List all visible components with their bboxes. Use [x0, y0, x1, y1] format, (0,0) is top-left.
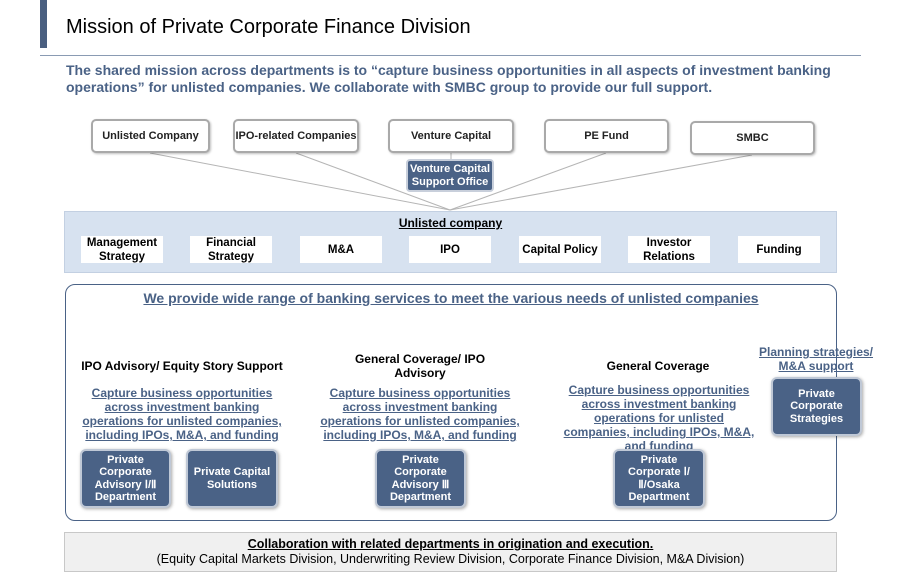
dept-private-corporate-advisory-3: Private Corporate Advisory Ⅲ Department	[375, 449, 466, 508]
collaboration-title: Collaboration with related departments i…	[247, 537, 654, 551]
topic-management-strategy: Management Strategy	[81, 236, 163, 263]
mission-statement: The shared mission across departments is…	[66, 62, 831, 95]
dept-private-corporate-1-2-osaka: Private Corporate Ⅰ/Ⅱ/Osaka Department	[613, 449, 705, 508]
stakeholder-unlisted-company: Unlisted Company	[91, 119, 210, 153]
topic-ma: M&A	[300, 236, 382, 263]
dept-private-capital-solutions: Private Capital Solutions	[186, 449, 278, 508]
group-4-heading: Planning strategies/ M&A support	[758, 345, 874, 373]
stakeholder-venture-capital: Venture Capital	[388, 119, 514, 153]
services-title: We provide wide range of banking service…	[143, 290, 759, 306]
topic-financial-strategy: Financial Strategy	[190, 236, 272, 263]
unlisted-company-title: Unlisted company	[398, 216, 503, 230]
collaboration-panel	[64, 532, 837, 572]
dept-private-corporate-advisory-1-2: Private Corporate Advisory Ⅰ/Ⅱ Departmen…	[80, 449, 171, 508]
vc-support-office: Venture Capital Support Office	[406, 159, 494, 192]
collaboration-departments: (Equity Capital Markets Division, Underw…	[156, 552, 745, 566]
topic-capital-policy: Capital Policy	[519, 236, 601, 263]
dept-private-corporate-strategies: Private Corporate Strategies	[771, 377, 862, 436]
stakeholder-ipo-related-companies: IPO-related Companies	[233, 119, 359, 153]
topic-ipo: IPO	[409, 236, 491, 263]
connector-lines	[149, 152, 753, 211]
title-accent-bar	[40, 0, 47, 48]
topic-investor-relations: Investor Relations	[628, 236, 710, 263]
group-3-heading: General Coverage	[606, 359, 710, 373]
stakeholder-smbc: SMBC	[690, 121, 815, 155]
group-2-heading: General Coverage/ IPO Advisory	[354, 352, 486, 380]
group-2-capture: Capture business opportunities across in…	[320, 386, 520, 442]
group-1-capture: Capture business opportunities across in…	[82, 386, 282, 442]
title-divider	[40, 55, 861, 56]
topic-funding: Funding	[738, 236, 820, 263]
stakeholder-pe-fund: PE Fund	[544, 119, 669, 153]
group-1-heading: IPO Advisory/ Equity Story Support	[81, 359, 283, 373]
group-3-capture: Capture business opportunities across in…	[563, 383, 755, 453]
page-title: Mission of Private Corporate Finance Div…	[66, 16, 471, 38]
